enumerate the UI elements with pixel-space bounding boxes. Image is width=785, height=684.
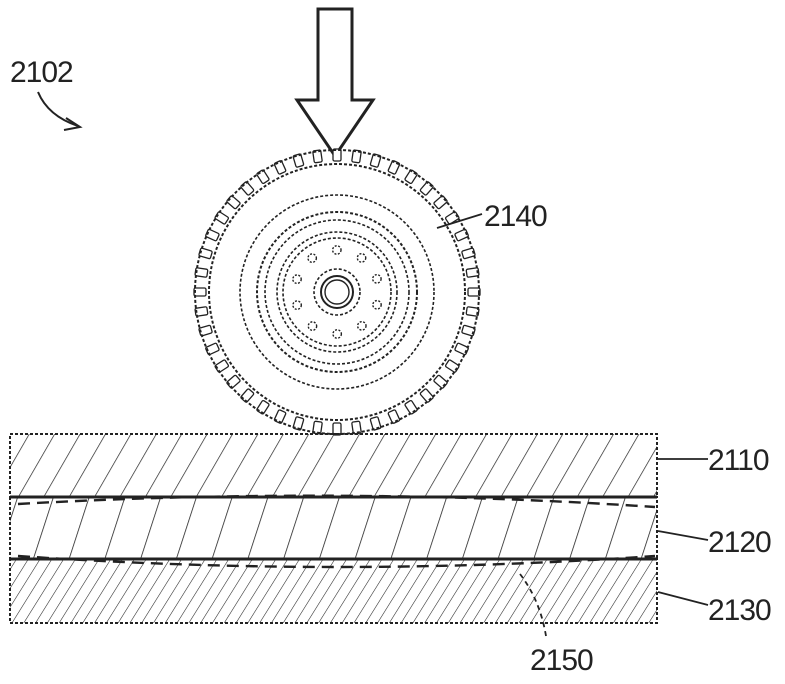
lug-hole	[292, 300, 303, 311]
tread-block	[214, 359, 230, 373]
lug-hole	[371, 273, 382, 284]
tread-block	[433, 374, 448, 389]
tread-block	[240, 388, 255, 403]
tread-block	[387, 409, 401, 424]
tread-block	[419, 181, 434, 196]
tread-block	[273, 409, 287, 424]
tread-block	[240, 181, 255, 196]
lug-hole	[332, 329, 343, 339]
assembly-pointer-arrow	[37, 91, 83, 131]
wheel-lug-holes	[292, 245, 382, 339]
lug-hole	[307, 253, 318, 264]
label-bottom-layer: 2130	[708, 594, 771, 627]
lug-hole	[372, 299, 382, 310]
tread-block	[419, 388, 434, 403]
tread-block	[205, 228, 220, 242]
bottom-layer-leader	[657, 591, 709, 606]
tread-block	[332, 148, 342, 162]
lug-hole	[331, 245, 342, 255]
lug-hole	[292, 274, 302, 285]
label-assembly: 2102	[10, 56, 73, 89]
tread-block	[214, 211, 230, 225]
tread-block	[312, 149, 323, 164]
top-layer	[9, 433, 658, 498]
tire-leader-line	[436, 213, 483, 229]
lug-hole	[356, 320, 367, 331]
lug-hole	[307, 321, 318, 331]
tread-block	[256, 399, 270, 415]
label-top-layer: 2110	[708, 444, 769, 477]
tread-block	[226, 195, 241, 210]
tread-block	[454, 228, 469, 242]
middle-layer	[9, 496, 658, 560]
tread-block	[404, 399, 418, 415]
tread-block	[292, 416, 305, 431]
tread-block	[226, 374, 241, 389]
tire	[193, 148, 481, 436]
tread-block	[454, 342, 469, 356]
bottom-layer	[9, 558, 658, 624]
layered-surface	[9, 433, 658, 624]
tread-block	[351, 149, 362, 164]
middle-layer-leader	[657, 530, 709, 541]
tread-block	[444, 359, 460, 373]
lug-hole	[356, 253, 367, 263]
label-tire: 2140	[484, 200, 547, 233]
label-boundary: 2150	[530, 644, 593, 677]
force-arrow-icon	[294, 7, 376, 159]
tread-block	[433, 195, 448, 210]
tread-block	[292, 153, 305, 168]
label-middle-layer: 2120	[708, 526, 771, 559]
tread-block	[369, 153, 382, 168]
